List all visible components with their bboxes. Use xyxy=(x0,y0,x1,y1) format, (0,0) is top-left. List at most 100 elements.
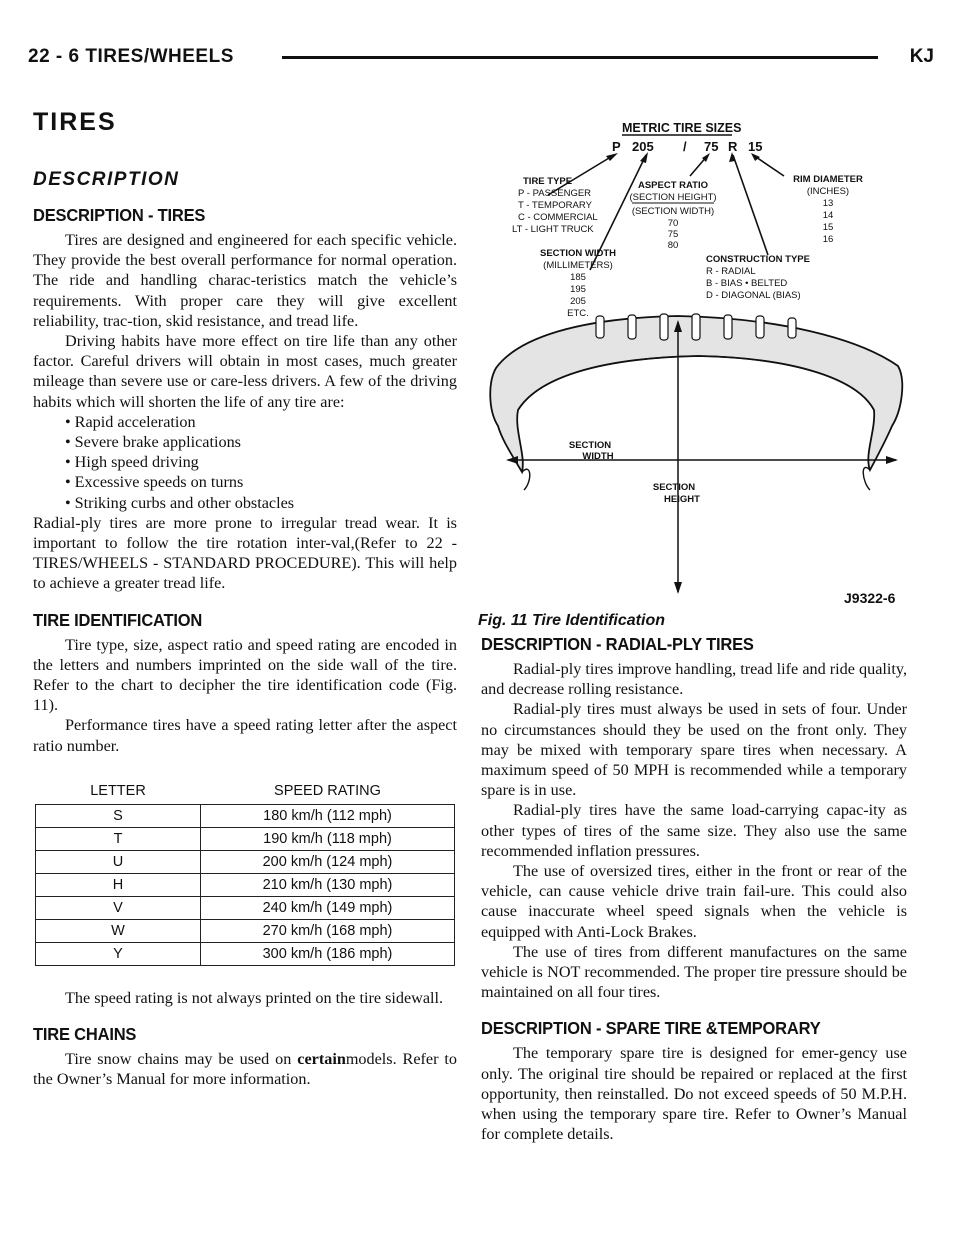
figure-id: J9322-6 xyxy=(844,590,896,606)
section-height-label: SECTION xyxy=(653,482,695,493)
table-cell: 300 km/h (186 mph) xyxy=(200,941,455,966)
table-cell: 270 km/h (168 mph) xyxy=(200,918,455,943)
svg-text:(INCHES): (INCHES) xyxy=(807,186,849,197)
emphasis-certain: certain xyxy=(297,1050,346,1069)
tires-paragraph-1: Tires are designed and engineered for ea… xyxy=(33,231,457,330)
table-cell: 190 km/h (118 mph) xyxy=(200,826,455,851)
right-column: DESCRIPTION - RADIAL-PLY TIRES Radial-pl… xyxy=(481,636,907,1144)
svg-text:(SECTION HEIGHT): (SECTION HEIGHT) xyxy=(629,192,716,203)
radial-heading: DESCRIPTION - RADIAL-PLY TIRES xyxy=(481,635,754,655)
table-cell: H xyxy=(35,872,201,897)
svg-text:ETC.: ETC. xyxy=(567,308,589,319)
list-item: Severe brake applications xyxy=(65,432,457,452)
svg-text:185: 185 xyxy=(570,272,586,283)
list-item: Rapid acceleration xyxy=(65,412,457,432)
identification-paragraph-2: Performance tires have a speed rating le… xyxy=(33,716,457,755)
code-part: R xyxy=(728,139,738,154)
svg-text:(SECTION WIDTH): (SECTION WIDTH) xyxy=(632,206,714,217)
table-header-row: LETTER SPEED RATING xyxy=(35,777,455,805)
svg-text:WIDTH: WIDTH xyxy=(582,451,613,462)
svg-text:75: 75 xyxy=(668,229,679,240)
code-part: 15 xyxy=(748,139,762,154)
svg-text:CONSTRUCTION TYPE: CONSTRUCTION TYPE xyxy=(706,254,810,265)
svg-text:TIRE TYPE: TIRE TYPE xyxy=(523,176,572,187)
spare-heading: DESCRIPTION - SPARE TIRE &TEMPORARY xyxy=(481,1019,821,1039)
table-cell: 180 km/h (112 mph) xyxy=(200,803,455,828)
svg-text:195: 195 xyxy=(570,284,586,295)
code-part: 205 xyxy=(632,139,654,154)
tires-paragraph-2: Driving habits have more effect on tire … xyxy=(33,332,457,411)
svg-text:C - COMMERCIAL: C - COMMERCIAL xyxy=(518,212,598,223)
radial-paragraph-4: The use of oversized tires, either in th… xyxy=(481,862,907,941)
figure-caption: Fig. 11 Tire Identification xyxy=(478,612,665,629)
header-rule xyxy=(282,56,878,59)
table-cell: S xyxy=(35,803,201,828)
table-cell: W xyxy=(35,918,201,943)
tire-identification-figure: METRIC TIRE SIZES P 205 / 75 R 15 xyxy=(478,110,930,630)
svg-text:14: 14 xyxy=(823,210,834,221)
code-part: / xyxy=(683,139,687,154)
radial-paragraph-3: Radial-ply tires have the same load-carr… xyxy=(481,801,907,860)
svg-text:RIM DIAMETER: RIM DIAMETER xyxy=(793,174,863,185)
svg-text:15: 15 xyxy=(823,222,834,233)
table-cell: T xyxy=(35,826,201,851)
svg-text:(MILLIMETERS): (MILLIMETERS) xyxy=(543,260,613,271)
svg-text:70: 70 xyxy=(668,218,679,229)
svg-text:D - DIAGONAL (BIAS): D - DIAGONAL (BIAS) xyxy=(706,290,801,301)
code-part: P xyxy=(612,139,621,154)
header-code: KJ xyxy=(909,46,934,67)
tires-heading: DESCRIPTION - TIRES xyxy=(33,206,206,226)
table-cell: U xyxy=(35,849,201,874)
svg-text:T - TEMPORARY: T - TEMPORARY xyxy=(518,200,593,211)
table-cell: 240 km/h (149 mph) xyxy=(200,895,455,920)
page-title: TIRES xyxy=(33,108,117,136)
chains-paragraph: Tire snow chains may be used on certainm… xyxy=(33,1050,457,1089)
identification-paragraph-1: Tire type, size, aspect ratio and speed … xyxy=(33,635,457,715)
column-header-letter: LETTER xyxy=(35,777,201,805)
description-heading: DESCRIPTION xyxy=(33,169,180,190)
svg-text:16: 16 xyxy=(823,234,834,245)
radial-paragraph-2: Radial-ply tires must always be used in … xyxy=(481,700,907,800)
radial-paragraph-5: The use of tires from different manufact… xyxy=(481,942,907,1002)
table-cell: 200 km/h (124 mph) xyxy=(200,849,455,874)
driving-habits-list: Rapid acceleration Severe brake applicat… xyxy=(33,412,457,513)
svg-text:LT - LIGHT TRUCK: LT - LIGHT TRUCK xyxy=(512,224,594,235)
header-section: 22 - 6 TIRES/WHEELS xyxy=(28,46,234,67)
table-cell: 210 km/h (130 mph) xyxy=(200,872,455,897)
identification-heading: TIRE IDENTIFICATION xyxy=(33,611,203,631)
svg-text:ASPECT RATIO: ASPECT RATIO xyxy=(638,180,708,191)
spare-paragraph: The temporary spare tire is designed for… xyxy=(481,1044,907,1144)
tire-cross-section xyxy=(489,313,904,491)
svg-text:80: 80 xyxy=(668,240,679,251)
list-item: Excessive speeds on turns xyxy=(65,472,457,492)
svg-text:P - PASSENGER: P - PASSENGER xyxy=(518,188,591,199)
table-cell: Y xyxy=(35,941,201,966)
identification-paragraph-3: The speed rating is not always printed o… xyxy=(65,988,444,1007)
list-item: Striking curbs and other obstacles xyxy=(65,493,457,513)
code-part: 75 xyxy=(704,139,718,154)
left-column: TIRES DESCRIPTION DESCRIPTION - TIRES Ti… xyxy=(33,108,457,1089)
svg-text:R - RADIAL: R - RADIAL xyxy=(706,266,756,277)
column-header-speed-rating: SPEED RATING xyxy=(200,777,455,805)
svg-text:SECTION WIDTH: SECTION WIDTH xyxy=(540,248,616,259)
svg-text:B - BIAS • BELTED: B - BIAS • BELTED xyxy=(706,278,787,289)
list-item: High speed driving xyxy=(65,452,457,472)
page-header: 22 - 6 TIRES/WHEELS KJ xyxy=(28,46,934,74)
svg-text:13: 13 xyxy=(823,198,834,209)
chains-heading: TIRE CHAINS xyxy=(33,1025,137,1045)
tires-paragraph-3: Radial-ply tires are more prone to irreg… xyxy=(33,513,457,593)
svg-text:HEIGHT: HEIGHT xyxy=(664,494,700,505)
section-width-label: SECTION xyxy=(569,440,611,451)
figure-title: METRIC TIRE SIZES xyxy=(622,121,741,135)
table-cell: V xyxy=(35,895,201,920)
radial-paragraph-1: Radial-ply tires improve handling, tread… xyxy=(481,660,907,699)
svg-text:205: 205 xyxy=(570,296,586,307)
tire-diagram: METRIC TIRE SIZES P 205 / 75 R 15 xyxy=(489,121,904,594)
